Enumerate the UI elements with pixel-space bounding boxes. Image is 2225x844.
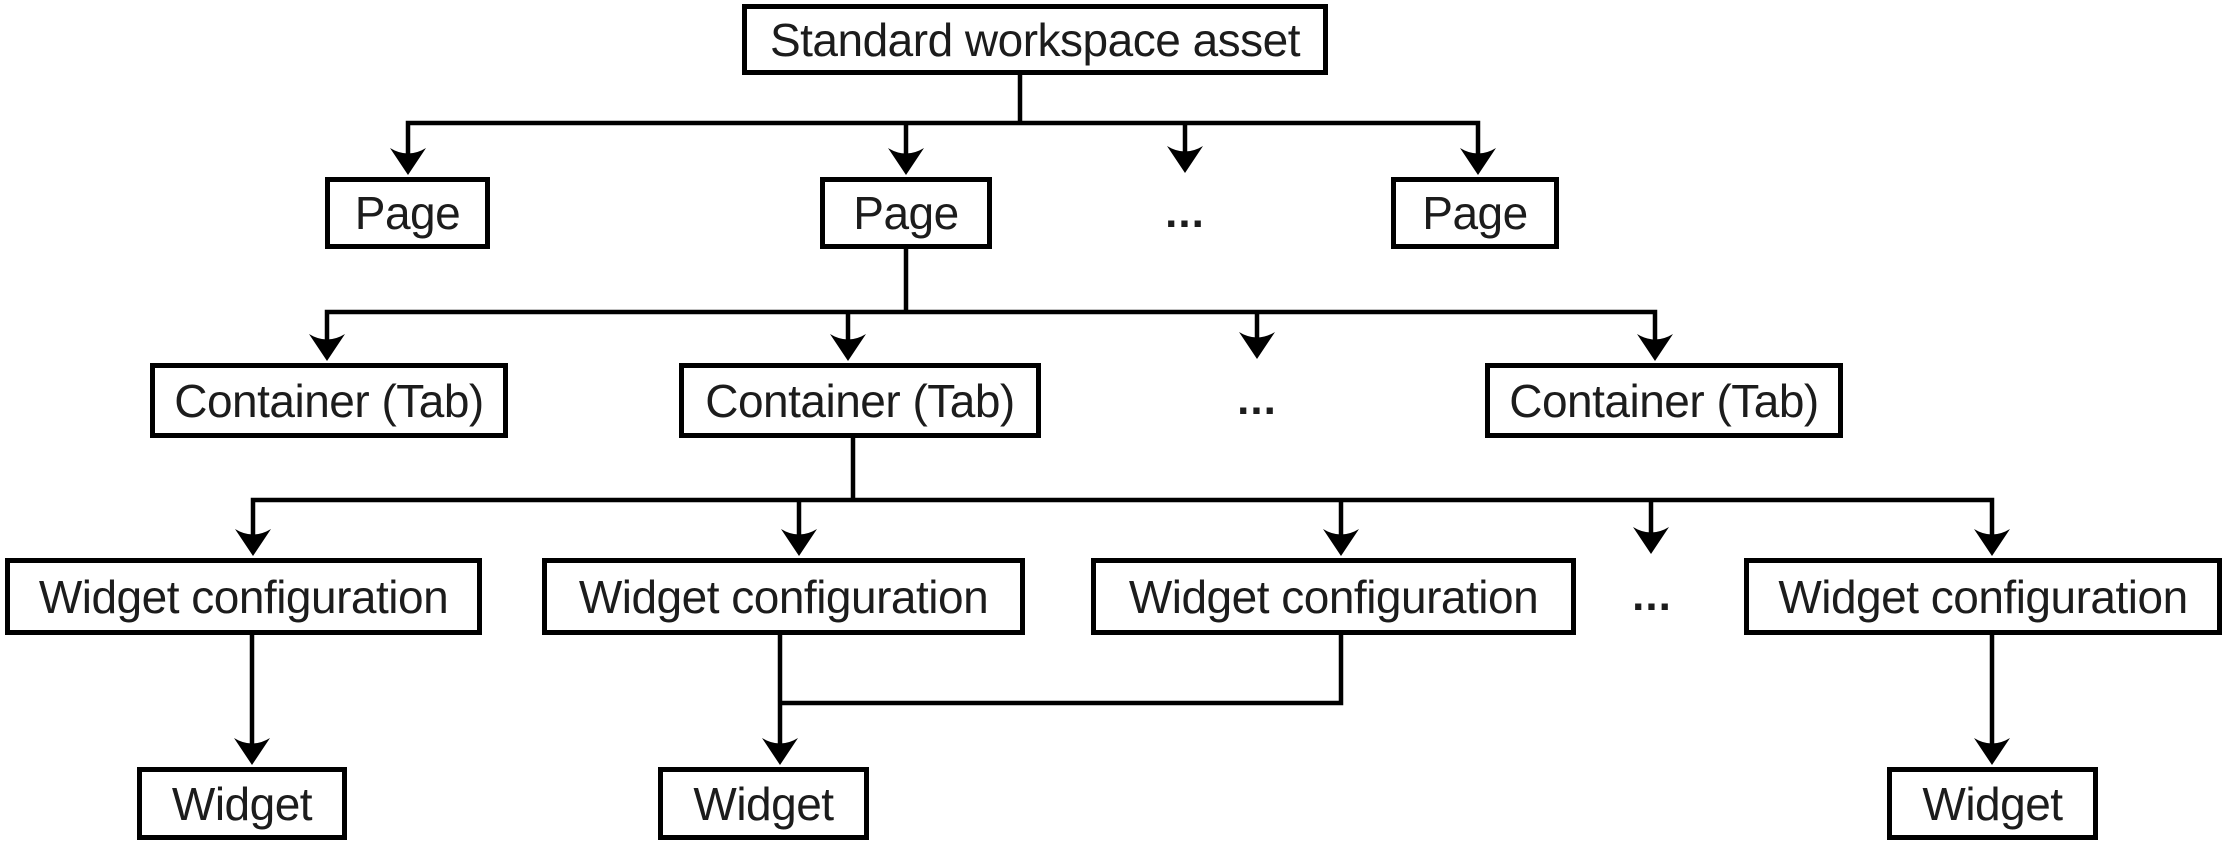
node-widget-configuration-3: Widget configuration [1091, 558, 1576, 635]
pages-ellipsis: ... [1165, 188, 1205, 237]
edge-containers-bus [324, 309, 1658, 347]
node-page-1: Page [325, 177, 490, 249]
node-page-2: Page [820, 177, 992, 249]
node-widget-1: Widget [137, 767, 347, 840]
node-page-3: Page [1391, 177, 1559, 249]
edge-pages-bus [405, 120, 1481, 161]
node-standard-workspace-asset: Standard workspace asset [742, 4, 1328, 75]
widget-configurations-ellipsis: ... [1632, 571, 1672, 620]
node-container-tab-3: Container (Tab) [1485, 363, 1843, 438]
edge-widgetconfigs-bus [250, 497, 1995, 542]
node-widget-3: Widget [1887, 767, 2098, 840]
edge-widgetconfig3-elbow [778, 635, 1344, 706]
node-widget-configuration-4: Widget configuration [1744, 558, 2222, 635]
node-container-tab-1: Container (Tab) [150, 363, 508, 438]
node-container-tab-2: Container (Tab) [679, 363, 1041, 438]
node-widget-configuration-1: Widget configuration [5, 558, 482, 635]
node-widget-2: Widget [658, 767, 869, 840]
node-widget-configuration-2: Widget configuration [542, 558, 1025, 635]
containers-ellipsis: ... [1237, 375, 1277, 424]
